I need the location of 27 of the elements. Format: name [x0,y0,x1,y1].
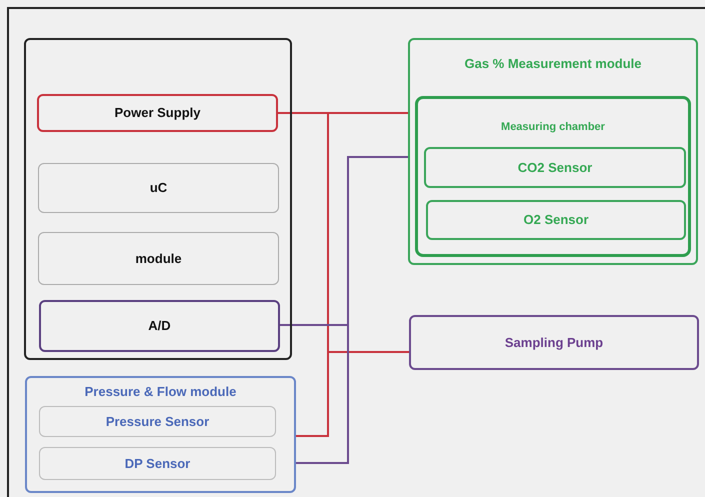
module-container [408,38,698,265]
pump-box [409,315,699,370]
connector-line [278,112,329,437]
heading-text: Measuring chamber [500,120,606,135]
board-container [24,38,292,360]
component-label: module [134,250,183,268]
component-label: A/D [147,317,172,336]
heading-text: Gas % Measurement module [464,55,642,73]
component-label: uC [148,179,168,198]
component-label: Sampling Pump [504,334,604,352]
component-label: O2 Sensor [522,211,590,230]
heading-text: Pressure & Flow module [84,383,238,401]
sensor-box [424,147,686,188]
component-label: CO2 Sensor [516,158,594,177]
component-label: DP Sensor [124,454,192,473]
component-box [37,94,278,132]
component-label: Pressure Sensor [104,412,210,431]
sensor-box [39,447,276,480]
sensor-box [426,200,686,240]
component-box [38,163,279,213]
connector-line [296,156,408,464]
component-label: Power Supply [114,104,202,122]
chamber-container [415,96,691,257]
module-container [25,376,296,493]
sensor-box [39,406,276,437]
component-box [39,300,280,352]
component-box [38,232,279,285]
